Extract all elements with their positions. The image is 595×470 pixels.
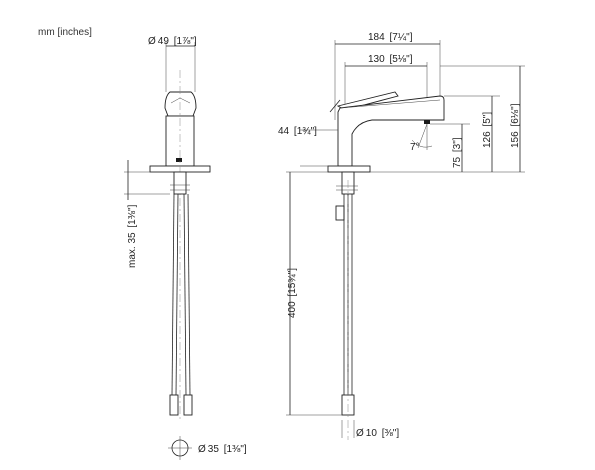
- side-base-plate: [327, 165, 371, 173]
- base-height-label: 44 [1¾"]: [278, 126, 317, 137]
- front-hoses: [169, 193, 193, 416]
- overall-height-label: 156 [6⅛"]: [510, 103, 521, 148]
- spout-height-label: 126 [5"]: [482, 112, 493, 148]
- front-handle: [164, 91, 197, 117]
- outlet-height-label: 75 [3"]: [452, 137, 463, 168]
- max-mounting-label: max. 35 [1⅜"]: [127, 204, 138, 268]
- side-spout: [337, 95, 445, 167]
- front-shank: [173, 171, 187, 195]
- units-label: mm [inches]: [38, 27, 92, 38]
- side-view: 184 [7¼"] 130 [5⅛"] 7°: [278, 31, 525, 440]
- hose-length-label: 400 [15¾"]: [287, 268, 298, 318]
- overall-length-label: 184 [7¼"]: [368, 31, 413, 43]
- spout-reach-label: 130 [5⅛"]: [368, 54, 413, 65]
- outlet-angle-label: 7°: [410, 142, 420, 153]
